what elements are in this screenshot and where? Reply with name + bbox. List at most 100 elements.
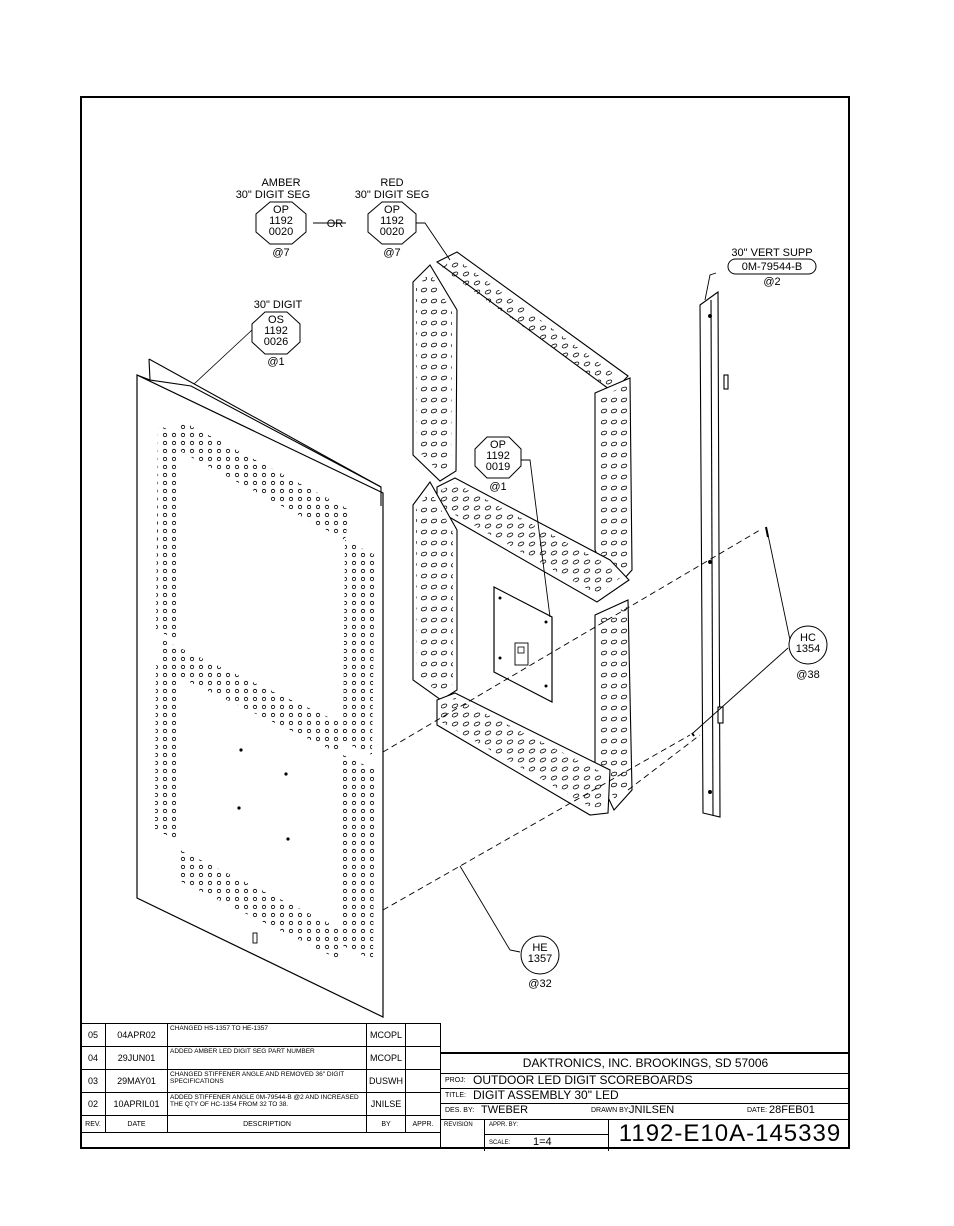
rev-by: JNILSE	[366, 1092, 406, 1116]
designer-row: DES. BY: TWEBER DRAWN BY: JNILSEN DATE: …	[441, 1103, 850, 1120]
quantity: @7	[383, 247, 400, 259]
drawing-title: DIGIT ASSEMBLY 30" LED	[473, 1088, 619, 1102]
scale-label: SCALE:	[489, 1140, 511, 1146]
vert-supp-title: 30" VERT SUPP	[731, 247, 812, 259]
or-label: OR	[327, 218, 344, 230]
rev-appr	[405, 1092, 441, 1116]
part-number: 0026	[264, 336, 288, 348]
rev-appr	[405, 1023, 441, 1047]
header-description: DESCRIPTION	[167, 1115, 367, 1133]
drawing-date: 28FEB01	[769, 1104, 815, 1116]
company-name: DAKTRONICS, INC. BROOKINGS, SD 57006	[522, 1056, 769, 1070]
callout-red-segment: RED 30" DIGIT SEG OP 1192 0020 @7	[355, 177, 430, 259]
red-title: RED	[380, 177, 403, 189]
table-row: 02 10APRIL01 ADDED STIFFENER ANGLE 0M-79…	[80, 1092, 441, 1116]
drawn-by-label: DRAWN BY:	[591, 1107, 631, 1114]
part-number: 0020	[269, 226, 293, 238]
revision-table: 05 04APR02 CHANGED HS-1357 TO HE-1357 MC…	[80, 1023, 441, 1133]
rev-date: 04APR02	[105, 1023, 168, 1047]
part-number: 1357	[528, 953, 552, 965]
title-block: DAKTRONICS, INC. BROOKINGS, SD 57006 PRO…	[440, 1052, 850, 1151]
scale-value: 1=4	[533, 1136, 552, 1148]
quantity: @32	[528, 978, 551, 990]
callout-amber-segment: AMBER 30" DIGIT SEG OP 1192 0020 @7	[236, 177, 311, 259]
part-prefix: OP	[384, 204, 400, 216]
amber-subtitle: 30" DIGIT SEG	[236, 189, 311, 201]
rev-number: 05	[80, 1023, 106, 1047]
part-number: 0019	[486, 461, 510, 473]
part-prefix: OP	[273, 204, 289, 216]
led-segment-boards	[412, 251, 633, 816]
appr-by-cell: APPR. BY:	[485, 1119, 609, 1135]
part-series: 1192	[269, 215, 293, 227]
revision-cell: REVISION	[441, 1119, 485, 1151]
rev-number: 02	[80, 1092, 106, 1116]
scale-cell: SCALE: 1=4	[485, 1135, 609, 1151]
table-row: 05 04APR02 CHANGED HS-1357 TO HE-1357 MC…	[80, 1023, 441, 1047]
proj-label: PROJ:	[445, 1077, 466, 1084]
quantity: @7	[272, 247, 289, 259]
rev-by: DUSWH	[366, 1069, 406, 1093]
part-number: 0020	[380, 226, 404, 238]
red-subtitle: 30" DIGIT SEG	[355, 189, 430, 201]
title-label: TITLE:	[445, 1092, 467, 1099]
designer: TWEBER	[481, 1104, 529, 1116]
revision-label: REVISION	[444, 1122, 473, 1128]
project-row: PROJ: OUTDOOR LED DIGIT SCOREBOARDS	[441, 1073, 850, 1089]
drawing-number: 1192-E10A-145339	[618, 1120, 842, 1147]
header-rev: REV.	[80, 1115, 106, 1133]
rev-description: ADDED AMBER LED DIGIT SEG PART NUMBER	[167, 1046, 367, 1070]
rev-by: MCOPL	[366, 1046, 406, 1070]
digit-face-panel	[136, 329, 384, 1018]
table-row: 03 29MAY01 CHANGED STIFFENER ANGLE AND R…	[80, 1069, 441, 1093]
quantity: @1	[489, 481, 506, 493]
rev-description: CHANGED HS-1357 TO HE-1357	[167, 1023, 367, 1047]
drafter: JNILSEN	[629, 1104, 675, 1116]
part-series: 1192	[264, 325, 288, 337]
led-holes-top-segment	[178, 420, 350, 540]
header-appr: APPR.	[405, 1115, 441, 1133]
rev-appr	[405, 1046, 441, 1070]
part-series: 1192	[380, 215, 404, 227]
quantity: @38	[796, 669, 819, 681]
part-prefix: HC	[800, 632, 816, 644]
rev-number: 03	[80, 1069, 106, 1093]
rev-appr	[405, 1069, 441, 1093]
project-name: OUTDOOR LED DIGIT SCOREBOARDS	[473, 1073, 693, 1087]
header-date: DATE	[105, 1115, 168, 1133]
title-row: TITLE: DIGIT ASSEMBLY 30" LED	[441, 1088, 850, 1104]
des-by-label: DES. BY:	[445, 1107, 475, 1114]
drawing-sheet-border	[80, 96, 850, 1149]
part-prefix: OP	[490, 439, 506, 451]
leader-lines	[313, 222, 791, 953]
driver-board	[493, 586, 553, 703]
callout-vertical-support: 30" VERT SUPP 0M-79544-B @2	[727, 247, 817, 288]
header-by: BY	[366, 1115, 406, 1133]
revision-table-header: REV. DATE DESCRIPTION BY APPR.	[80, 1115, 441, 1133]
digit-title: 30" DIGIT	[254, 299, 303, 311]
rev-description: ADDED STIFFENER ANGLE 0M-79544-B @2 AND …	[167, 1092, 367, 1116]
rev-date: 29MAY01	[105, 1069, 168, 1093]
rev-by: MCOPL	[366, 1023, 406, 1047]
part-prefix: HE	[532, 942, 547, 954]
quantity: @1	[267, 356, 284, 368]
callout-driver-board: OP 1192 0019 @1	[474, 436, 522, 493]
date-label: DATE:	[747, 1107, 768, 1114]
vertical-support	[699, 290, 729, 818]
callout-hardware-hc: HC 1354 @38	[788, 625, 828, 681]
assembly-lines	[382, 529, 761, 911]
part-number: 1354	[796, 643, 820, 655]
callout-hardware-he: HE 1357 @32	[520, 935, 560, 990]
part-series: 1192	[486, 450, 510, 462]
amber-title: AMBER	[261, 177, 300, 189]
part-number: 0M-79544-B	[742, 261, 803, 273]
rev-date: 10APRIL01	[105, 1092, 168, 1116]
appr-by-label: APPR. BY:	[489, 1122, 519, 1128]
table-row: 04 29JUN01 ADDED AMBER LED DIGIT SEG PAR…	[80, 1046, 441, 1070]
callout-digit: 30" DIGIT OS 1192 0026 @1	[251, 299, 303, 368]
company-row: DAKTRONICS, INC. BROOKINGS, SD 57006	[441, 1054, 850, 1074]
part-prefix: OS	[268, 314, 284, 326]
rev-description: CHANGED STIFFENER ANGLE AND REMOVED 36" …	[167, 1069, 367, 1093]
rev-date: 29JUN01	[105, 1046, 168, 1070]
